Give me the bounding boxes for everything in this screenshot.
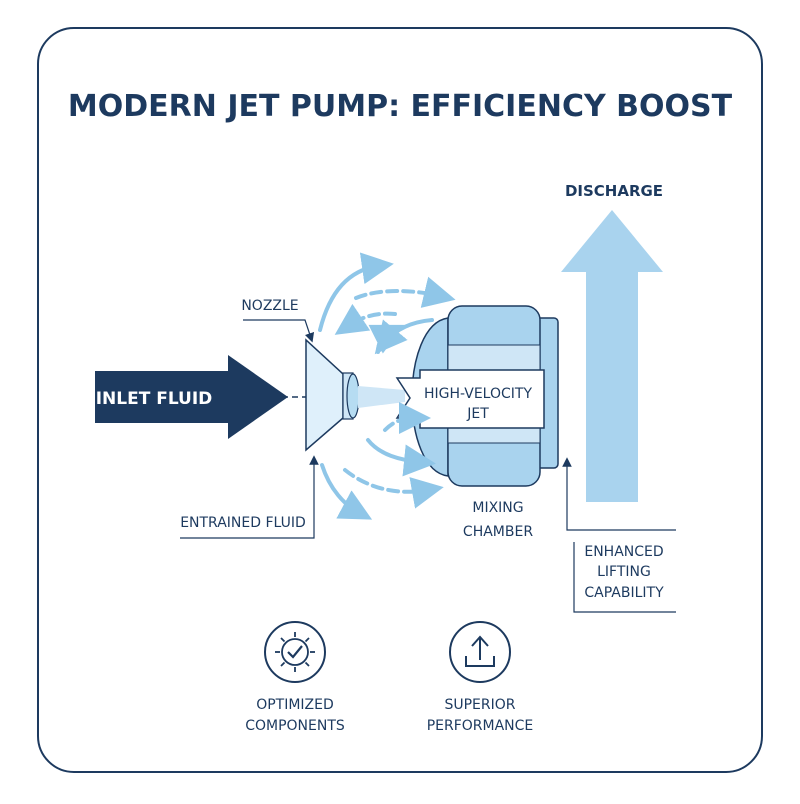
- enhanced-label-line2: LIFTING: [597, 564, 651, 580]
- entrained-fluid-leader-line: [180, 455, 319, 539]
- jet-label-line1: HIGH-VELOCITY: [424, 386, 532, 402]
- enhanced-leader-line-top: [562, 457, 676, 531]
- jet-label-line2: JET: [466, 406, 489, 422]
- discharge-arrow: [561, 210, 663, 502]
- jet-cone: [358, 386, 405, 408]
- feature-2-line1: SUPERIOR: [444, 697, 515, 713]
- nozzle-label: NOZZLE: [241, 298, 298, 314]
- entrained-fluid-label: ENTRAINED FLUID: [180, 515, 306, 531]
- enhanced-leader-line-bottom: [573, 542, 676, 613]
- enhanced-label-line1: ENHANCED: [584, 544, 663, 560]
- nozzle: [305, 338, 360, 452]
- gear-check-icon: [264, 621, 326, 683]
- feature-1-line1: OPTIMIZED: [256, 697, 334, 713]
- feature-1-line2: COMPONENTS: [245, 718, 345, 734]
- mixing-chamber-label-line1: MIXING: [472, 500, 523, 516]
- discharge-label: DISCHARGE: [565, 182, 663, 200]
- inlet-fluid-label: INLET FLUID: [96, 389, 213, 409]
- upload-arrow-icon: [449, 621, 511, 683]
- mixing-chamber-label-line2: CHAMBER: [463, 524, 533, 540]
- page-title: MODERN JET PUMP: EFFICIENCY BOOST: [68, 89, 733, 124]
- enhanced-label-line3: CAPABILITY: [584, 585, 664, 601]
- nozzle-leader-line: [243, 319, 315, 343]
- feature-2-line2: PERFORMANCE: [427, 718, 534, 734]
- entrainment-swirl-arrows: [318, 252, 456, 520]
- inlet-fluid-arrow: [95, 355, 288, 439]
